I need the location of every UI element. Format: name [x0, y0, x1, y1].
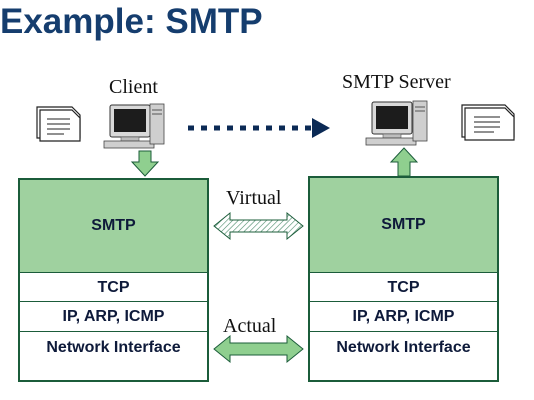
- client-smtp-layer: SMTP: [20, 180, 207, 272]
- server-document-icon: [461, 104, 515, 141]
- server-network-interface-layer: Network Interface: [310, 331, 497, 363]
- client-protocol-stack: SMTP TCP IP, ARP, ICMP Network Interface: [18, 178, 209, 382]
- actual-label: Actual: [223, 315, 277, 337]
- server-tcp-layer: TCP: [310, 272, 497, 302]
- virtual-label: Virtual: [226, 187, 282, 209]
- server-up-arrow: [389, 147, 419, 177]
- virtual-double-arrow: [213, 211, 304, 241]
- client-network-interface-layer: Network Interface: [20, 331, 207, 363]
- client-document-icon: [36, 106, 81, 142]
- server-ip-layer: IP, ARP, ICMP: [310, 301, 497, 332]
- dotted-transfer-arrow: [188, 118, 330, 138]
- client-computer-icon: [103, 103, 165, 149]
- client-ip-layer: IP, ARP, ICMP: [20, 301, 207, 332]
- actual-double-arrow: [213, 334, 304, 364]
- client-down-arrow: [130, 150, 160, 177]
- server-protocol-stack: SMTP TCP IP, ARP, ICMP Network Interface: [308, 176, 499, 382]
- server-computer-icon: [365, 100, 428, 146]
- server-label: SMTP Server: [342, 71, 451, 93]
- server-smtp-layer: SMTP: [310, 178, 497, 272]
- client-tcp-layer: TCP: [20, 272, 207, 302]
- page-title: Example: SMTP: [0, 2, 263, 41]
- client-label: Client: [109, 76, 158, 98]
